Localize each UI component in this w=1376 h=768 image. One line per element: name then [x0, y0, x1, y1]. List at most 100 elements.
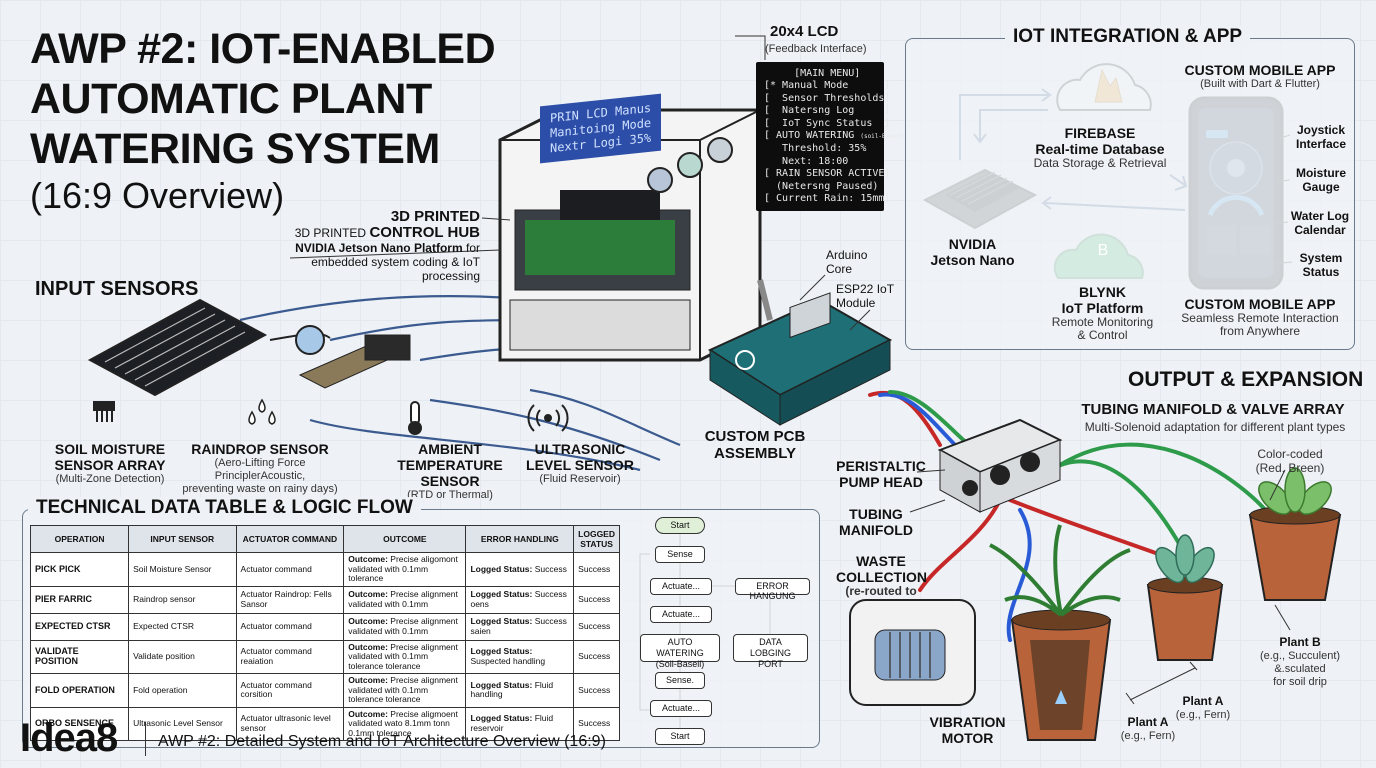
lcd-menu-line: (Netersng Paused): [764, 180, 879, 192]
sensor-ultrasonic: ULTRASONIC LEVEL SENSOR (Fluid Reservoir…: [525, 441, 635, 486]
lcd-menu-line: Threshold: 35%: [764, 143, 867, 155]
blynk-line1: Remote Monitoring: [1051, 315, 1154, 329]
table-header: LOGGED STATUS: [573, 525, 620, 553]
lcd-menu-line: [ Sensor Thresholds]: [764, 92, 891, 104]
flow-auto-a: AUTO WATERING: [656, 637, 704, 658]
plant-name: Plant A: [1127, 715, 1169, 729]
vibration-motor-illustration: [849, 599, 976, 706]
cell-error: Logged Status: Success oens: [465, 585, 575, 614]
pcb-label: CUSTOM PCB ASSEMBLY: [700, 428, 810, 462]
flow-auto-b: (Soil-Baseil): [655, 659, 705, 669]
color-coded-a: Color-coded: [1257, 447, 1323, 461]
cell-error: Logged Status: Suspected handling: [465, 639, 575, 674]
cell-cmd: Actuator command: [235, 612, 345, 641]
jetson-name-a: NVIDIA: [948, 236, 997, 252]
outcome-text: Precise alignment validated with 0.1mm: [348, 616, 458, 636]
soil-moisture-plate-illustration: [87, 298, 331, 422]
firebase-label: FIREBASE Real-time Database Data Storage…: [1030, 125, 1170, 170]
input-sensors-title: INPUT SENSORS: [35, 278, 199, 300]
feature-b: Gauge: [1302, 180, 1340, 194]
plant-name: Plant A: [1182, 694, 1224, 708]
pcb-label-b: ASSEMBLY: [714, 445, 796, 462]
app-top-title: CUSTOM MOBILE APP: [1184, 62, 1336, 78]
flow-error-handling: ERROR HANGUNG: [735, 578, 810, 601]
sensor-name: ULTRASONIC: [534, 441, 626, 457]
feature-b: Status: [1302, 265, 1340, 279]
iot-panel-title: IOT INTEGRATION & APP: [1005, 26, 1251, 48]
outcome-text: Precise alignment validated with 0.1mm t…: [348, 675, 458, 704]
table-header: INPUT SENSOR: [128, 525, 237, 553]
cell-error: Logged Status: Success saien: [465, 612, 575, 641]
cell-sensor: Expected CTSR: [128, 612, 237, 641]
plant-name: Plant B: [1279, 635, 1321, 649]
cell-outcome: Outcome: Precise alignment validated wit…: [343, 612, 467, 641]
flow-log-b: PORT: [758, 659, 783, 669]
app-bottom-line1: Seamless Remote Interaction: [1181, 311, 1339, 325]
hub-line2: NVIDIA Jetson Nano Platform: [295, 241, 463, 255]
error-label: Logged Status:: [470, 679, 533, 690]
iot-panel: [905, 38, 1355, 350]
cable-temp-2: [429, 398, 661, 462]
app-bottom-title: CUSTOM MOBILE APP: [1184, 296, 1336, 312]
error-text: Success saien: [470, 616, 567, 636]
pot-plant-a-fern: [989, 524, 1131, 741]
plant-a-label-2: Plant A(e.g., Fern): [1168, 693, 1238, 722]
table-header: OPERATION: [29, 525, 130, 553]
blynk-name-b: IoT Platform: [1061, 300, 1144, 316]
error-text: Success: [534, 563, 567, 574]
pot-plant-a-succulent: [1146, 534, 1224, 661]
cell-cmd: Actuator Raindrop: Fells Sansor: [235, 585, 345, 614]
waste-a: WASTE: [856, 553, 906, 569]
hub-line3: embedded system coding & IoT processing: [311, 255, 480, 283]
blynk-glyph: B: [1097, 242, 1109, 259]
cell-outcome: Outcome: Precise alignment validated wit…: [343, 585, 467, 614]
hub-line2b: for: [465, 241, 480, 255]
error-text: Fluid reservoir: [470, 713, 554, 733]
title-line-3: WATERING SYSTEM: [30, 125, 440, 173]
error-text: Suspected handling: [470, 655, 546, 666]
firebase-name: FIREBASE: [1064, 125, 1136, 141]
error-label: Logged Status:: [470, 616, 533, 626]
lcd-menu-line: [ Natersng Log ]: [764, 105, 891, 117]
cell-op: ORBO SENSENCE: [29, 706, 130, 741]
cell-error: Logged Status: Fluid handling: [465, 673, 575, 708]
flow-auto-watering: AUTO WATERING(Soil-Baseil): [640, 634, 720, 669]
error-label: Logged Status:: [470, 563, 533, 574]
plant-a-label-1: Plant A(e.g., Fern): [1113, 714, 1183, 743]
pot-plant-b-succulent: [1248, 467, 1342, 601]
feature-a: Water Log: [1290, 209, 1350, 223]
app-top-label: CUSTOM MOBILE APP (Built with Dart & Flu…: [1175, 62, 1345, 91]
feature-a: System: [1299, 251, 1343, 265]
sensor-desc: (Aero-Lifting Force PrinciplerAcoustic,: [214, 457, 306, 482]
outcome-label: Outcome:: [348, 616, 388, 626]
cell-op: VALIDATE POSITION: [29, 639, 130, 674]
plant-desc: &.sculated: [1274, 663, 1326, 675]
esp-label: ESP22 IoT Module: [836, 282, 894, 310]
footer-logo: Idea8: [20, 716, 118, 760]
lcd-menu-line: [ Current Rain: 15mm]: [764, 193, 891, 205]
cell-op: PIER FARRIC: [29, 585, 130, 614]
sensor-desc: (RTD or Thermal): [407, 489, 493, 501]
manifold-title: TUBING MANIFOLD & VALVE ARRAY: [1081, 401, 1345, 418]
pump-a: PERISTALTIC: [836, 458, 926, 474]
sensor-name: AMBIENT: [418, 441, 482, 457]
flow-actuate-3: Actuate...: [650, 700, 712, 717]
error-label: Logged Status:: [470, 713, 533, 724]
page-subtitle: (16:9 Overview): [30, 175, 285, 216]
hub-title-a: 3D PRINTED: [390, 208, 480, 225]
outcome-text: Precise alignment validated with 0.1mm t…: [348, 641, 458, 671]
cell-cmd: Actuator command corsition: [235, 673, 345, 708]
cell-sensor: Fold operation: [128, 673, 237, 708]
cell-error: Logged Status: Success: [465, 552, 575, 587]
cell-outcome: Outcome: Precise aligmoent validated wat…: [343, 706, 467, 741]
cell-status: Success: [573, 552, 620, 587]
hub-title-b: CONTROL HUB: [369, 224, 480, 241]
title-line-1: AWP #2: IOT-ENABLED: [30, 25, 496, 73]
